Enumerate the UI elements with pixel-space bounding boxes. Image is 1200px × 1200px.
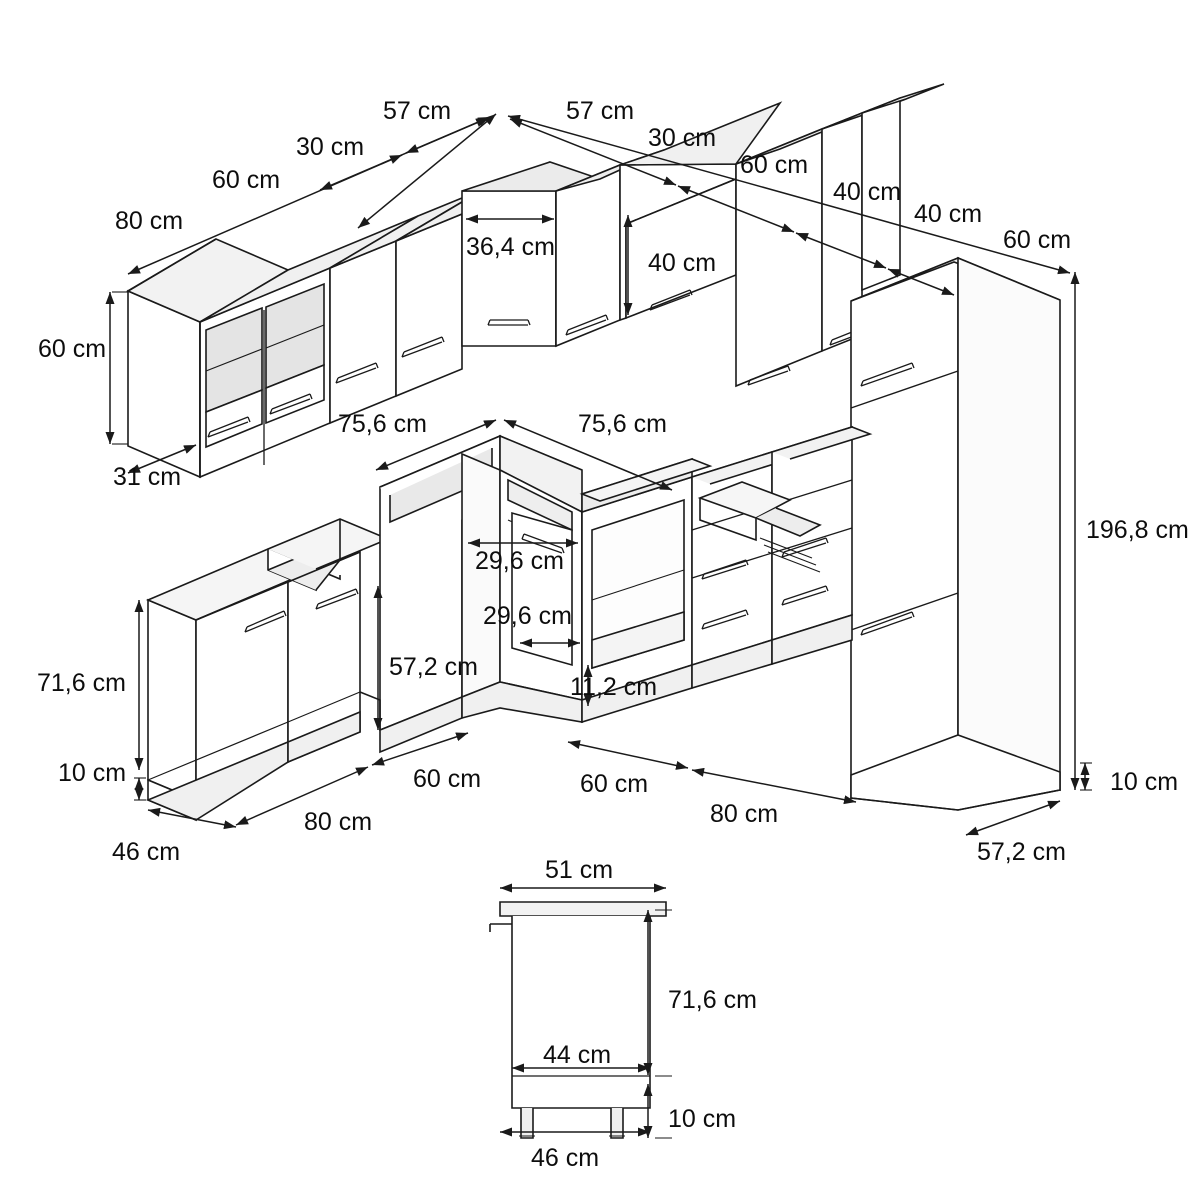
- dim-left-front-a: [371, 732, 469, 766]
- dimension-label-detail-worktop-depth: 51 cm: [545, 856, 614, 884]
- tall-unit: [850, 256, 1061, 811]
- dimension-label-plinth-left: 10 cm: [58, 759, 127, 787]
- dim-wall-depth: [127, 444, 197, 474]
- base-unit-corner-door: [511, 511, 573, 667]
- dimension-label-wall-right-corner: 57 cm: [566, 97, 635, 125]
- dimension-label-left-depth: 46 cm: [112, 838, 181, 866]
- dimension-label-wall-corner-front: 36,4 cm: [466, 233, 555, 261]
- dimension-label-detail-leg-height: 10 cm: [668, 1105, 737, 1133]
- dim-wall-right-b: [795, 232, 887, 269]
- dimension-label-wall-left-total: 80 cm: [115, 207, 184, 235]
- dimension-label-left-front-b: 80 cm: [304, 808, 373, 836]
- dimension-label-plinth-gap: 11,2 cm: [570, 673, 658, 701]
- dimension-label-wall-right-c: 40 cm: [833, 178, 902, 206]
- dimension-label-detail-carcass-depth: 44 cm: [543, 1041, 612, 1069]
- dimension-label-left-front-a: 60 cm: [413, 765, 482, 793]
- dim-wall-right-corner: [509, 118, 677, 186]
- dim-left-front-b: [235, 766, 369, 826]
- dimension-label-right-front-a: 60 cm: [580, 770, 649, 798]
- dim-right-front-a: [567, 740, 689, 770]
- dim-left-depth: [147, 807, 237, 830]
- dimension-label-wall-height: 60 cm: [38, 335, 107, 363]
- dimension-label-wall-left-b: 30 cm: [296, 133, 365, 161]
- dim-wall-left-corner: [357, 113, 497, 229]
- dimension-label-wall-left-corner: 57 cm: [383, 97, 452, 125]
- dim-base-left-top-depth: [375, 419, 497, 471]
- dimension-label-wall-short-height: 40 cm: [648, 249, 717, 277]
- dim-wall-right-a: [677, 185, 795, 233]
- dimension-label-wall-right-e: 60 cm: [1003, 226, 1072, 254]
- base-unit-sink: [145, 518, 391, 822]
- dimension-label-base-body-height: 71,6 cm: [37, 669, 126, 697]
- dimension-label-right-depth: 57,2 cm: [977, 838, 1066, 866]
- dimension-label-tall-unit-height: 196,8 cm: [1086, 516, 1189, 544]
- dimension-label-wall-right-b: 60 cm: [740, 151, 809, 179]
- dimension-label-right-front-b: 80 cm: [710, 800, 779, 828]
- dimension-label-wall-left-a: 60 cm: [212, 166, 281, 194]
- dimension-label-detail-body-height: 71,6 cm: [668, 986, 757, 1014]
- dimension-label-wall-depth: 31 cm: [113, 463, 182, 491]
- dimension-label-corner-inner-b: 29,6 cm: [483, 602, 572, 630]
- base-unit-right-sink-rack: [697, 481, 822, 573]
- dimension-label-corner-inner-a: 29,6 cm: [475, 547, 564, 575]
- dimension-label-base-left-top-depth: 75,6 cm: [338, 410, 427, 438]
- dimension-label-detail-total-depth: 46 cm: [531, 1144, 600, 1172]
- dimension-label-wall-right-a: 30 cm: [648, 124, 717, 152]
- dimension-label-wall-right-d: 40 cm: [914, 200, 983, 228]
- dim-wall-right-c: [887, 268, 955, 296]
- base-unit-right-drawers-b: [771, 425, 873, 666]
- wall-unit-left-handles: [207, 393, 313, 438]
- dimension-label-base-right-top-depth: 75,6 cm: [578, 410, 667, 438]
- dimension-label-plinth-right: 10 cm: [1110, 768, 1179, 796]
- dimension-label-base-carcass-height: 57,2 cm: [389, 653, 478, 681]
- dim-right-front-b: [691, 767, 857, 805]
- dim-right-depth: [965, 800, 1061, 836]
- detail-side-view: [489, 901, 667, 1139]
- dim-base-right-top-depth: [503, 419, 673, 491]
